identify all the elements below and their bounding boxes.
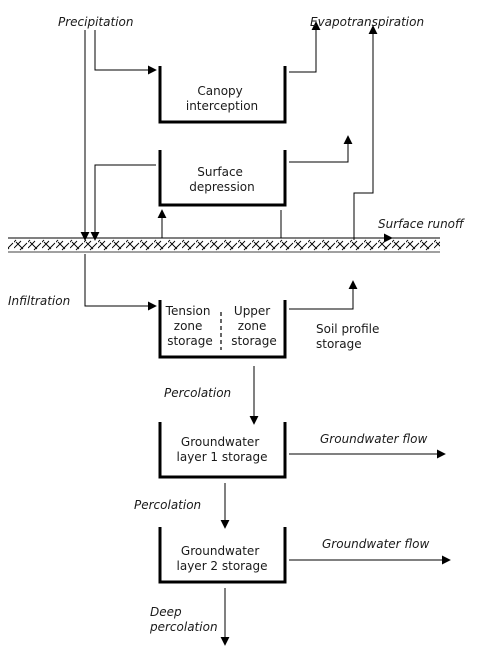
groundwater-flow-2-label: Groundwater flow bbox=[322, 537, 430, 551]
canopy-et-arrow bbox=[289, 21, 321, 73]
ground-to-depression-arrow bbox=[104, 209, 167, 239]
percolation-2-label: Percolation bbox=[134, 498, 201, 512]
soil-et-arrow bbox=[353, 25, 378, 240]
percolation-1-label: Percolation bbox=[164, 386, 231, 400]
infiltration-label: Infiltration bbox=[8, 294, 70, 308]
groundwater-layer-2-box bbox=[158, 527, 287, 584]
canopy-box-label: Canopy interception bbox=[186, 84, 258, 113]
upper-zone-label: Upper zone storage bbox=[231, 304, 277, 348]
groundwater-1-box-label: Groundwater layer 1 storage bbox=[177, 435, 268, 464]
canopy-interception-box bbox=[158, 66, 287, 124]
precip-to-canopy-arrow bbox=[94, 30, 157, 75]
deep-percolation-label: Deep percolation bbox=[149, 605, 218, 634]
evapotranspiration-label: Evapotranspiration bbox=[310, 15, 424, 29]
surface-runoff-label: Surface runoff bbox=[378, 217, 465, 231]
soil-profile-box bbox=[158, 300, 287, 359]
depression-et-arrow bbox=[289, 135, 353, 163]
surface-depression-box bbox=[158, 150, 287, 207]
soil-interflow-arrow bbox=[289, 280, 358, 310]
tension-zone-label: Tension zone storage bbox=[165, 304, 215, 348]
ground-surface bbox=[8, 237, 440, 253]
precipitation-label: Precipitation bbox=[58, 15, 133, 29]
soil-profile-storage-label: Soil profile storage bbox=[316, 322, 383, 351]
surface-depression-box-label: Surface depression bbox=[189, 165, 254, 194]
surface-runoff-arrow bbox=[280, 210, 393, 243]
groundwater-layer-1-box bbox=[158, 422, 287, 479]
canopy-throughfall-arrow bbox=[90, 164, 156, 241]
groundwater-2-box-label: Groundwater layer 2 storage bbox=[177, 544, 268, 573]
infiltration-arrow bbox=[84, 254, 157, 311]
groundwater-flow-1-label: Groundwater flow bbox=[320, 432, 428, 446]
